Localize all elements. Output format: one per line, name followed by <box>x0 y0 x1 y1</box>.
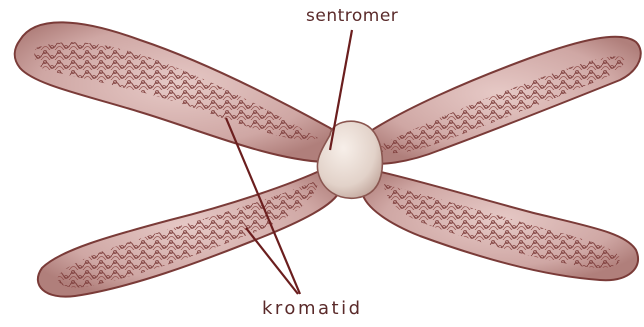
leader-line-chromatid-lower <box>246 228 298 294</box>
chromatid-label: kromatid <box>262 298 363 319</box>
centromere-label: sentromer <box>306 6 398 26</box>
chromatid-arm-lower-left <box>38 168 341 297</box>
chromatid-arm-upper-left <box>15 22 341 162</box>
chromatid-arm-lower-right <box>361 170 638 280</box>
chromatid-arm-upper-right <box>357 37 641 164</box>
